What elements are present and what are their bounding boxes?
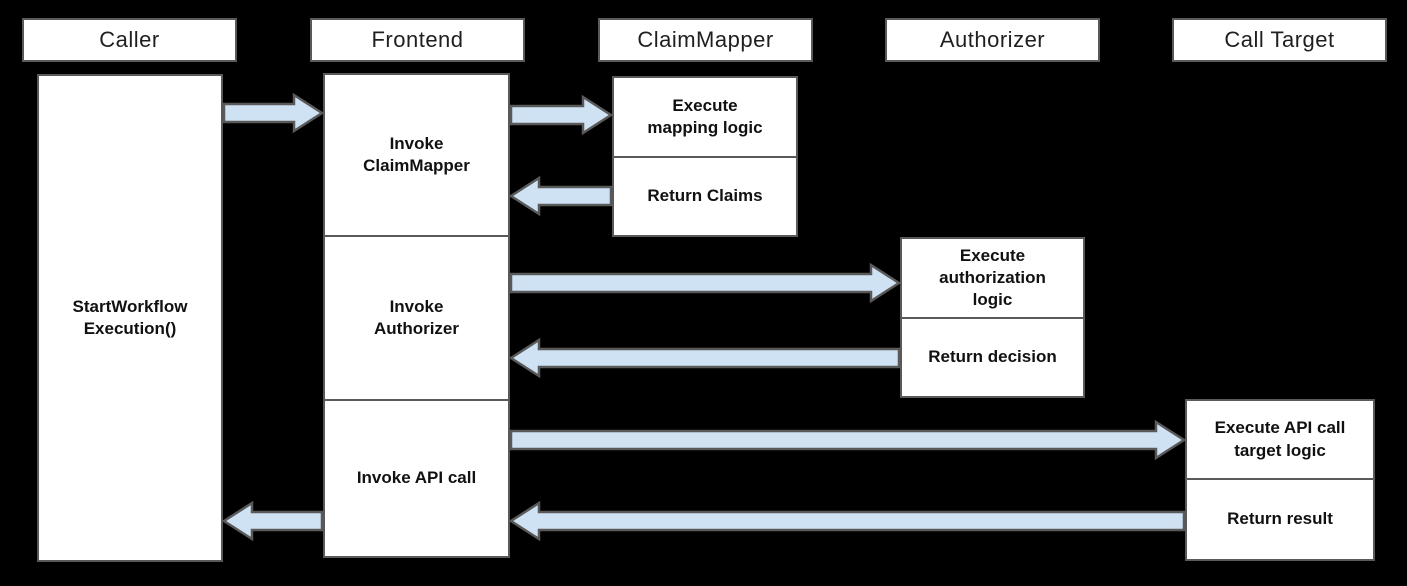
step-invoke-authorizer: Invoke Authorizer	[325, 235, 508, 398]
step-label: Invoke API call	[356, 468, 477, 488]
step-execute-authorization-logic: Execute authorization logic	[902, 239, 1083, 317]
arrow-frontend-to-calltarget	[509, 419, 1187, 461]
step-invoke-api-call: Invoke API call	[325, 398, 508, 556]
authorizer-activation-box: Execute authorization logic Return decis…	[900, 237, 1085, 398]
step-label: Execute API call target logic	[1214, 418, 1346, 460]
arrow-caller-to-frontend	[222, 92, 325, 134]
calltarget-activation-box: Execute API call target logic Return res…	[1185, 399, 1375, 561]
lane-title: Caller	[99, 27, 160, 52]
arrow-claimmapper-to-frontend	[508, 175, 613, 217]
lane-title: Call Target	[1224, 27, 1335, 52]
claimmapper-activation-box: Execute mapping logic Return Claims	[612, 76, 798, 237]
arrow-frontend-to-authorizer	[509, 262, 902, 304]
step-label: Return Claims	[647, 186, 763, 206]
arrow-frontend-to-claimmapper	[509, 94, 614, 136]
lane-title: ClaimMapper	[637, 27, 774, 52]
lane-header-caller: Caller	[22, 18, 237, 62]
step-label: Execute mapping logic	[647, 95, 763, 137]
lane-title: Frontend	[371, 27, 464, 52]
step-label: Invoke Authorizer	[374, 296, 459, 338]
step-label: Return result	[1227, 509, 1333, 529]
step-label: Execute authorization logic	[939, 245, 1046, 310]
step-invoke-claimmapper: Invoke ClaimMapper	[325, 75, 508, 235]
arrow-calltarget-to-frontend	[508, 500, 1186, 542]
step-execute-api-call-target-logic: Execute API call target logic	[1187, 401, 1373, 478]
lane-header-frontend: Frontend	[310, 18, 525, 62]
step-return-result: Return result	[1187, 478, 1373, 559]
arrow-frontend-to-caller	[221, 500, 324, 542]
lane-title: Authorizer	[939, 27, 1046, 52]
caller-activation-box: StartWorkflow Execution()	[37, 74, 223, 562]
lane-header-calltarget: Call Target	[1172, 18, 1387, 62]
step-label: Return decision	[928, 347, 1057, 367]
step-label: Invoke ClaimMapper	[363, 134, 470, 176]
step-execute-mapping-logic: Execute mapping logic	[614, 78, 796, 156]
lane-header-claimmapper: ClaimMapper	[598, 18, 813, 62]
lane-header-authorizer: Authorizer	[885, 18, 1100, 62]
arrow-authorizer-to-frontend	[508, 337, 901, 379]
frontend-activation-box: Invoke ClaimMapper Invoke Authorizer Inv…	[323, 73, 510, 558]
step-return-claims: Return Claims	[614, 155, 796, 236]
step-startworkflowexecution: StartWorkflow Execution()	[39, 76, 221, 560]
step-label: StartWorkflow Execution()	[72, 296, 188, 338]
step-return-decision: Return decision	[902, 316, 1083, 396]
